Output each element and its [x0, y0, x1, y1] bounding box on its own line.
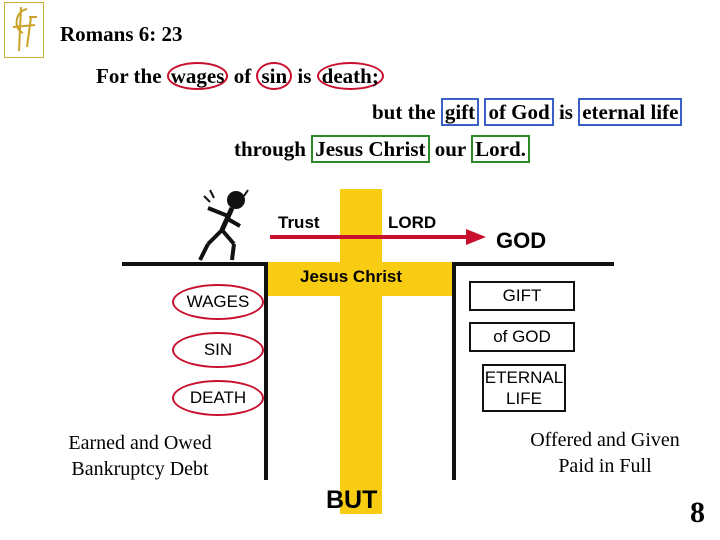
verse-line-2: but the gift of God is eternal life: [372, 98, 683, 126]
verse-text: is: [558, 100, 573, 124]
verse-text: For the: [96, 64, 162, 88]
verse-reference: Romans 6: 23: [60, 22, 183, 46]
highlight-wages: wages: [166, 62, 229, 90]
left-caption: Earned and Owed Bankruptcy Debt: [40, 430, 240, 482]
right-cliff-edge: [452, 262, 456, 480]
death-oval: DEATH: [172, 380, 264, 416]
trust-label: Trust: [278, 213, 320, 232]
verse-line-3: through Jesus Christ our Lord.: [234, 135, 530, 163]
but-label: BUT: [326, 486, 378, 514]
of-god-box: of GOD: [469, 322, 575, 352]
slide-number: 8: [690, 496, 705, 529]
stick-figure-icon: [198, 189, 249, 261]
highlight-of-god: of God: [484, 98, 554, 126]
highlight-death: death;: [316, 62, 384, 90]
verse-text: of: [233, 64, 252, 88]
logo-mark-icon: [12, 6, 37, 52]
right-caption-line-1: Offered and Given: [530, 429, 680, 451]
right-caption-line-2: Paid in Full: [558, 455, 652, 477]
jesus-christ-label: Jesus Christ: [300, 267, 403, 286]
left-caption-line-1: Earned and Owed: [68, 432, 212, 454]
cross-horizontal-beam: [265, 262, 455, 296]
cross-vertical-beam: [340, 189, 382, 514]
verse-text: through: [234, 137, 306, 161]
left-caption-line-2: Bankruptcy Debt: [71, 458, 209, 480]
verse-line-1: For the wages of sin is death;: [96, 62, 384, 90]
wages-oval: WAGES: [172, 284, 264, 320]
verse-text: our: [434, 137, 466, 161]
right-ledge-top: [452, 262, 614, 266]
highlight-lord: Lord.: [471, 135, 530, 163]
left-cliff-edge: [264, 262, 268, 480]
logo: [4, 2, 44, 58]
lord-label: LORD: [388, 213, 437, 232]
sin-oval: SIN: [172, 332, 264, 368]
eternal-life-box: ETERNAL LIFE: [482, 364, 566, 412]
highlight-gift: gift: [440, 98, 480, 126]
verse-text: is: [297, 64, 312, 88]
verse-text: but the: [372, 100, 436, 124]
highlight-sin: sin: [256, 62, 293, 90]
gift-box: GIFT: [469, 281, 575, 311]
right-caption: Offered and Given Paid in Full: [500, 427, 710, 479]
arrow-to-god-icon: [270, 229, 486, 245]
god-label: GOD: [496, 228, 547, 253]
highlight-jesus-christ: Jesus Christ: [311, 135, 430, 163]
left-ledge-top: [122, 262, 268, 266]
highlight-eternal-life: eternal life: [578, 98, 683, 126]
